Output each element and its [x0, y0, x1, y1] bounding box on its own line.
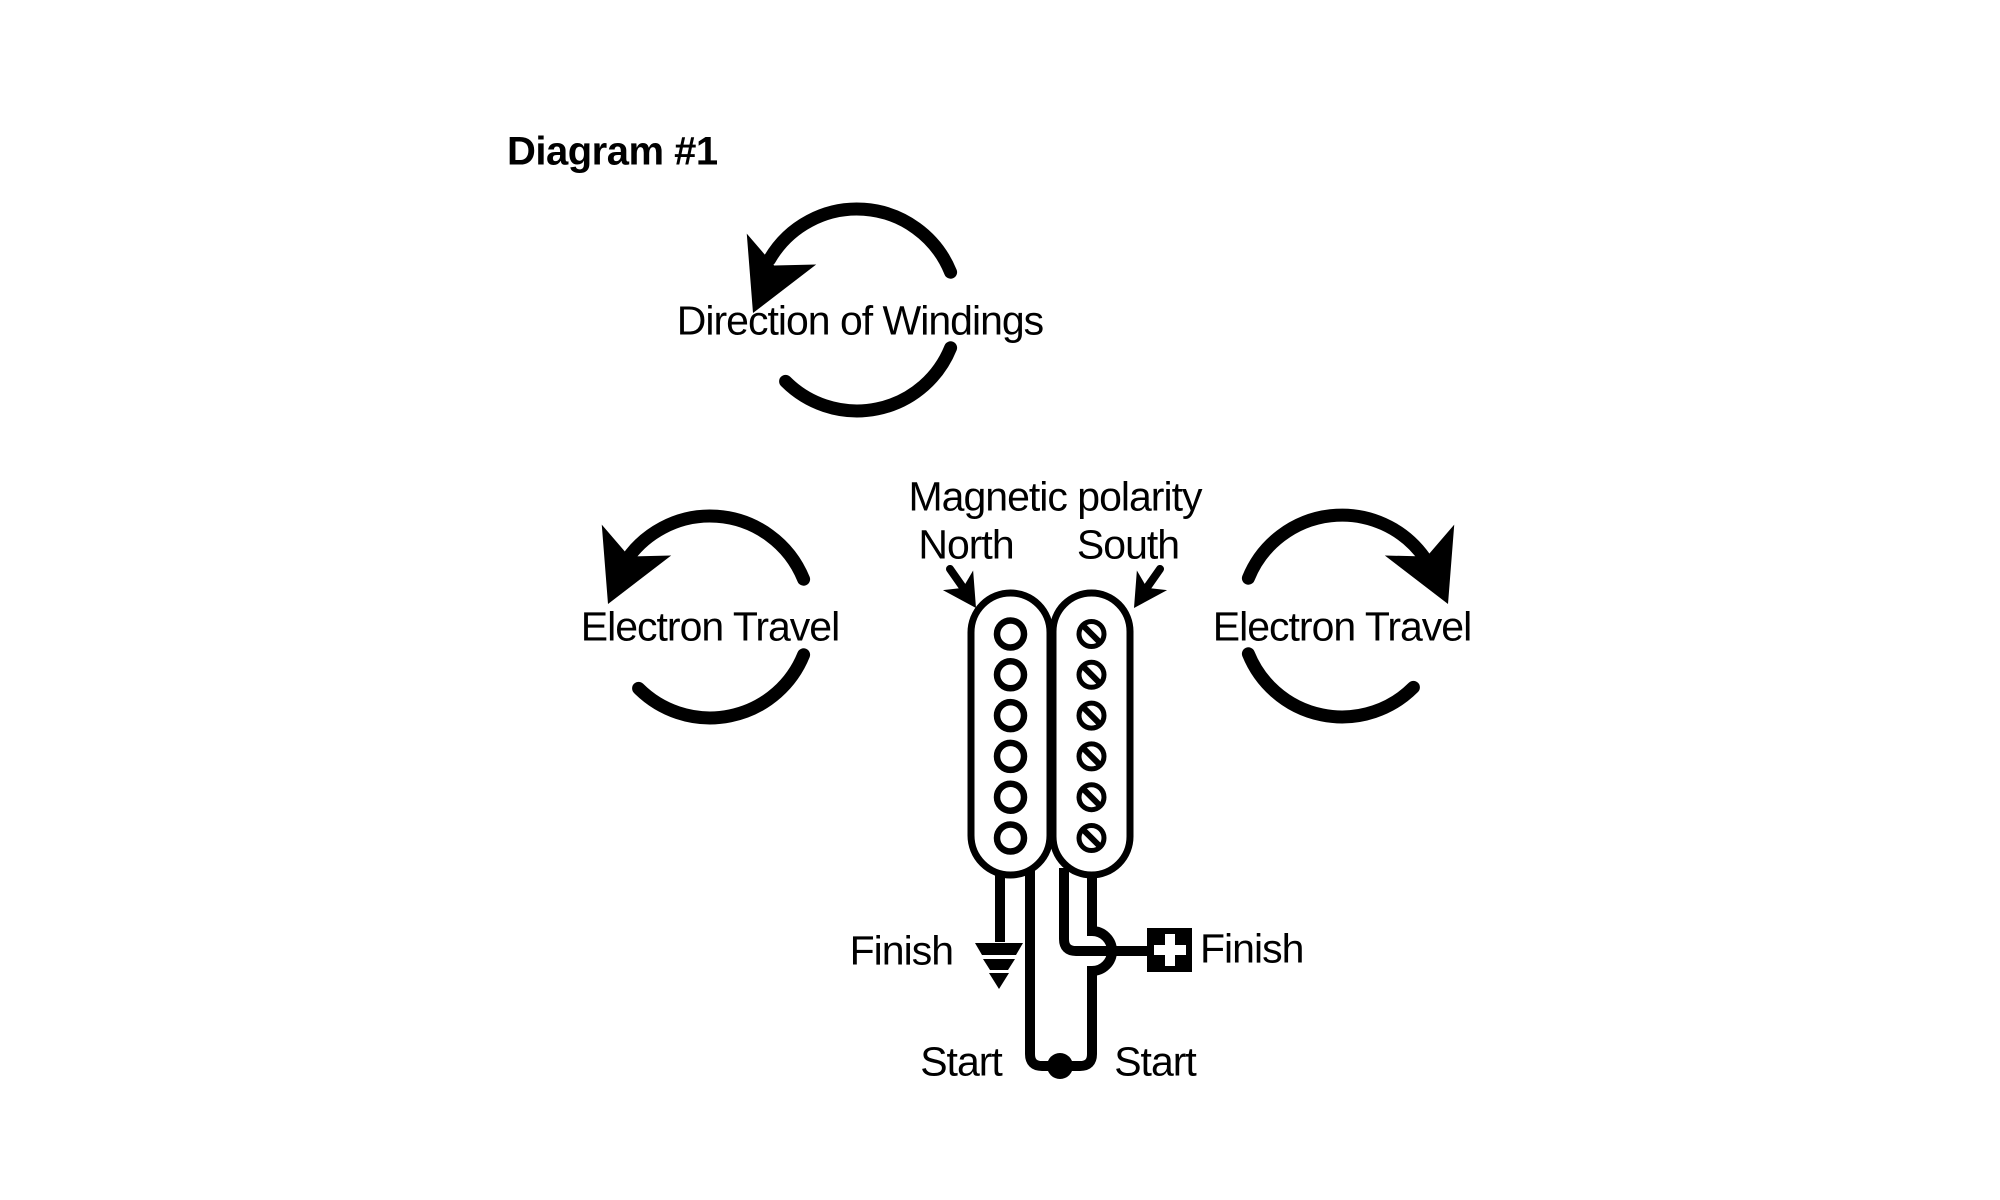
wiring — [995, 868, 1150, 1079]
electron-travel-left-label: Electron Travel — [580, 603, 840, 650]
plus-icon — [1154, 934, 1186, 966]
ground-symbol-icon — [975, 943, 1023, 989]
electron-travel-right-label: Electron Travel — [1212, 603, 1472, 650]
electron-travel-right-arrow-icon — [1241, 508, 1455, 724]
north-label: North — [918, 521, 1014, 568]
diagram-title: Diagram #1 — [507, 129, 718, 174]
right-finish-wire — [1059, 868, 1150, 956]
right-coil-body — [1049, 589, 1134, 879]
direction-of-windings-label: Direction of Windings — [676, 297, 1044, 344]
south-label: South — [1076, 521, 1180, 568]
electron-travel-left-arrow-icon — [601, 509, 811, 725]
left-start-wire — [1025, 868, 1060, 1071]
plus-output-box — [1147, 928, 1192, 972]
right-coil-poles — [1076, 619, 1107, 853]
winding-direction-arrow-icon — [746, 202, 958, 418]
south-pointer-arrow-icon — [1134, 565, 1168, 608]
finish-left-label: Finish — [849, 927, 954, 974]
start-left-label: Start — [920, 1038, 1003, 1085]
start-junction-dot — [1047, 1053, 1073, 1079]
magnetic-polarity-label: Magnetic polarity — [908, 473, 1203, 520]
start-right-label: Start — [1114, 1038, 1197, 1085]
left-coil-poles — [993, 617, 1028, 855]
north-pointer-arrow-icon — [942, 565, 976, 608]
right-start-wire — [1060, 868, 1117, 1071]
finish-right-label: Finish — [1200, 925, 1304, 972]
